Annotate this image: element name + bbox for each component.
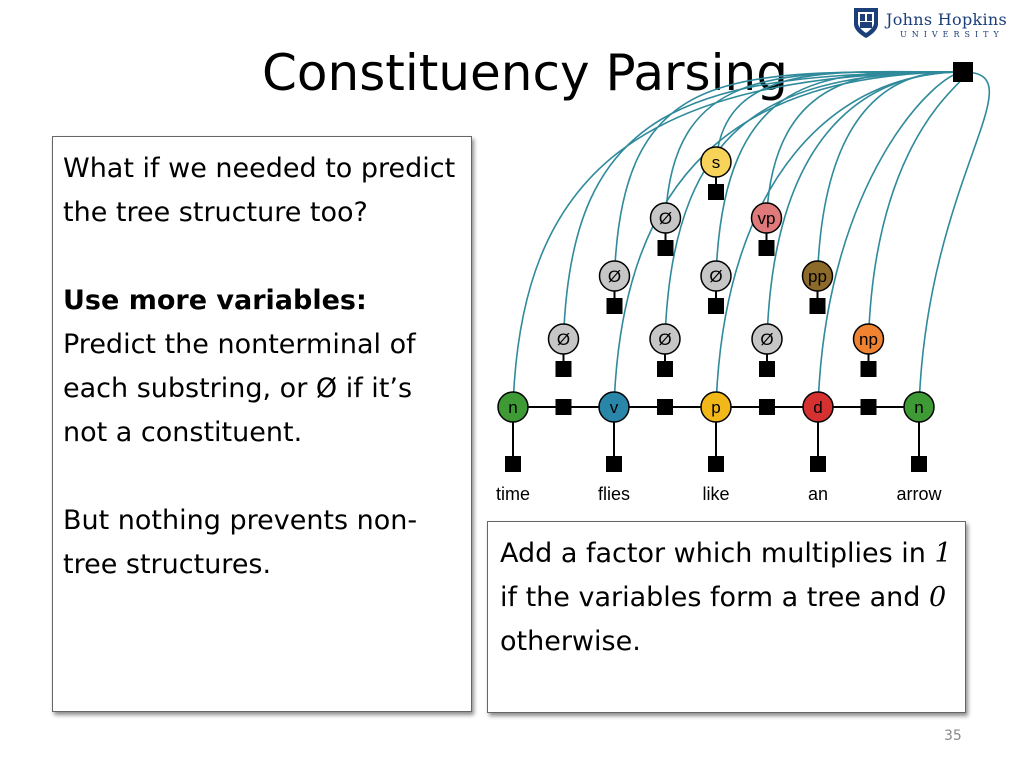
word-label: flies xyxy=(598,484,630,504)
approach-body: Predict the nonterminal of each substrin… xyxy=(63,329,416,448)
tree-factor-edge xyxy=(766,71,964,340)
span-unary-factor xyxy=(708,184,724,200)
span-node xyxy=(547,323,580,355)
tree-factor-edge xyxy=(817,71,964,408)
tree-factor xyxy=(953,62,973,82)
left-text-box: What if we needed to predict the tree st… xyxy=(52,136,472,712)
caveat-text: But nothing prevents non-tree structures… xyxy=(63,505,418,580)
tree-factor-edge xyxy=(512,71,964,408)
span-node xyxy=(700,260,732,292)
transition-factor xyxy=(860,399,877,415)
span-node xyxy=(751,323,783,355)
tree-factor-edge xyxy=(867,71,968,340)
span-node-label: Ø xyxy=(658,330,671,349)
emission-factor xyxy=(505,456,521,472)
right-text-box: Add a factor which multiplies in 1 if th… xyxy=(487,521,966,713)
word-label: an xyxy=(808,484,828,504)
factor-text-pre: Add a factor which multiplies in xyxy=(500,538,935,569)
span-unary-factor xyxy=(657,361,673,377)
logo-name: Johns Hopkins xyxy=(886,10,1008,29)
tag-node-label: n xyxy=(508,398,517,417)
span-node xyxy=(700,146,732,178)
tag-node xyxy=(497,391,529,423)
span-node-label: s xyxy=(712,153,721,172)
value-zero: 0 xyxy=(929,582,947,613)
transition-factor xyxy=(657,399,673,415)
span-node xyxy=(750,202,783,234)
tag-node xyxy=(700,391,732,423)
question-text: What if we needed to predict the tree st… xyxy=(63,153,456,228)
span-node xyxy=(801,260,834,292)
factor-text: Add a factor which multiplies in 1 if th… xyxy=(500,532,957,664)
span-node xyxy=(598,260,631,292)
factor-text-mid: if the variables form a tree and xyxy=(500,582,929,613)
transition-factor xyxy=(759,399,775,415)
university-logo: Johns Hopkins UNIVERSITY xyxy=(852,6,1022,42)
span-node xyxy=(649,202,682,234)
span-unary-factor xyxy=(809,298,826,314)
span-unary-factor xyxy=(555,361,572,377)
emission-factor xyxy=(708,456,724,472)
span-unary-factor xyxy=(657,240,674,256)
tree-factor-edge xyxy=(664,71,964,340)
tag-node xyxy=(903,391,935,423)
span-unary-factor xyxy=(708,298,724,314)
transition-factor xyxy=(555,399,572,415)
span-unary-factor xyxy=(606,298,623,314)
word-label: arrow xyxy=(896,484,942,504)
tag-node-label: v xyxy=(610,398,619,417)
tree-factor-edge xyxy=(715,70,964,163)
span-unary-factor xyxy=(759,361,775,377)
factor-text-post: otherwise. xyxy=(500,626,641,657)
span-node-label: Ø xyxy=(557,330,570,349)
span-node-label: Ø xyxy=(709,267,722,286)
span-node-label: Ø xyxy=(760,330,773,349)
tag-node xyxy=(802,391,834,423)
tag-node-label: d xyxy=(813,398,822,417)
shield-icon xyxy=(854,8,878,38)
tree-factor-edge xyxy=(715,71,964,277)
emission-factor xyxy=(810,456,826,472)
approach-heading: Use more variables: xyxy=(63,285,367,316)
emission-factor xyxy=(606,456,622,472)
page-number: 35 xyxy=(944,728,962,744)
span-node-label: vp xyxy=(758,209,776,228)
word-label: time xyxy=(496,484,530,504)
span-unary-factor xyxy=(758,240,775,256)
value-one: 1 xyxy=(934,538,952,569)
span-node-label: Ø xyxy=(659,209,672,228)
slide-title: Constituency Parsing xyxy=(262,44,788,102)
span-node xyxy=(852,323,885,355)
tag-node-label: n xyxy=(914,398,923,417)
approach-text: Use more variables: Predict the nontermi… xyxy=(63,279,463,455)
word-label: like xyxy=(702,484,729,504)
span-node-label: np xyxy=(859,330,878,349)
tree-factor-edge xyxy=(918,71,990,408)
span-node xyxy=(649,323,681,355)
span-unary-factor xyxy=(860,361,877,377)
tag-node xyxy=(598,391,630,423)
emission-factor xyxy=(911,456,927,472)
span-node-label: Ø xyxy=(608,267,621,286)
logo-subtitle: UNIVERSITY xyxy=(900,30,1004,39)
tag-node-label: p xyxy=(711,398,720,417)
span-node-label: pp xyxy=(808,267,827,286)
